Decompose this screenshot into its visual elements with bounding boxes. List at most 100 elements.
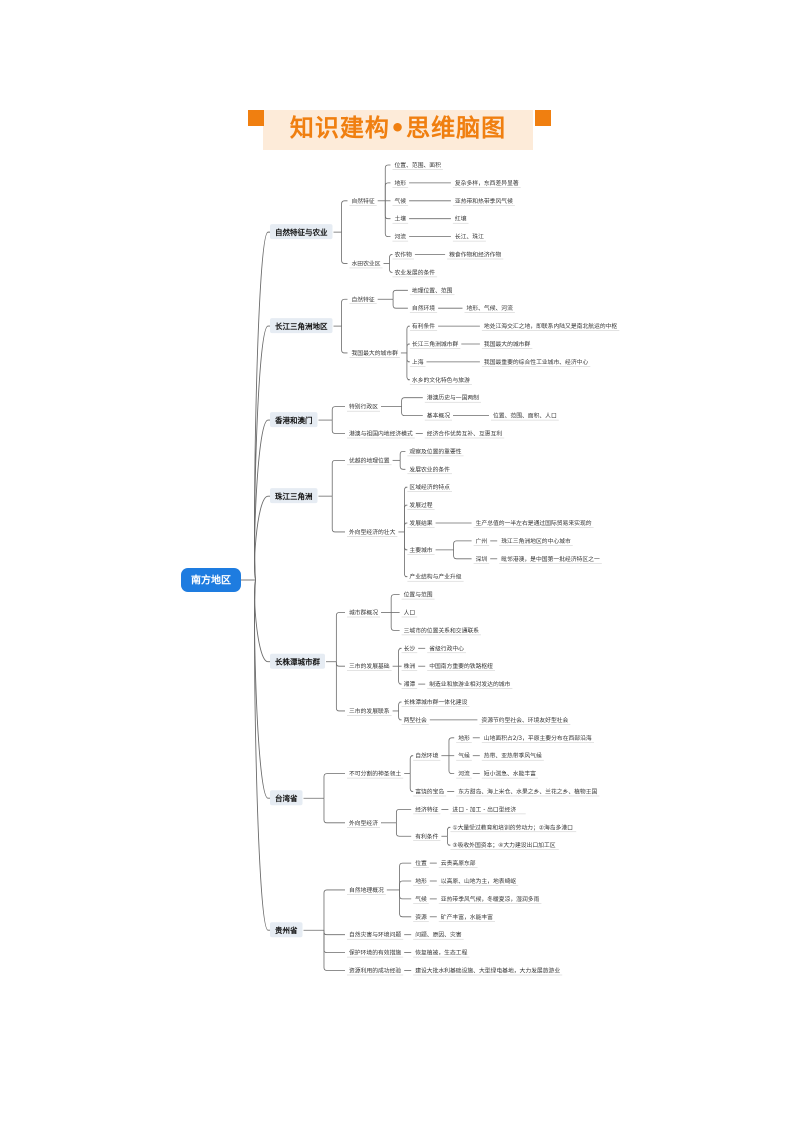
- topic-label: 东方甜岛、海上米仓、水果之乡、兰花之乡、植物王国: [458, 788, 597, 796]
- topic-label: 问题、原因、灾害: [415, 931, 462, 939]
- fork-connector: [331, 406, 345, 421]
- topic-label: 发展农业的条件: [409, 465, 450, 473]
- topic-label: 港澳与祖国内地经济模式: [349, 430, 413, 438]
- title-left-square: [248, 110, 264, 126]
- topic-label: 地形: [395, 179, 407, 187]
- topic-label: 河流: [458, 770, 470, 778]
- topic-label: 短小湍急、水能丰富: [484, 770, 536, 778]
- fork-connector: [390, 612, 400, 631]
- fork-connector: [404, 531, 408, 578]
- topic-label: 自然环境: [415, 752, 438, 760]
- topic-label: 位置与范围: [404, 591, 433, 599]
- branch-box: [270, 790, 303, 806]
- fork-connector: [335, 661, 345, 667]
- fork-connector: [453, 549, 472, 560]
- fork-connector: [392, 299, 408, 309]
- fork-connector: [323, 930, 345, 971]
- topic-label: 地形: [458, 734, 470, 742]
- topic-label: 气候: [415, 895, 427, 903]
- topic-label: 河流: [395, 233, 407, 241]
- fork-connector: [323, 930, 345, 953]
- topic-label: 城市群概况: [349, 609, 378, 617]
- topic-label: 三市的发展联系: [349, 707, 390, 715]
- topic-label: 基本概况: [427, 412, 450, 420]
- branch-connector: [254, 579, 270, 799]
- topic-label: 水乡的文化特色与旅游: [412, 376, 470, 384]
- fork-connector: [341, 200, 348, 233]
- topic-label: 主要城市: [409, 546, 432, 554]
- fork-connector: [453, 540, 472, 550]
- topic-label: 亚热带季风气候，冬暖夏凉，湿润多雨: [441, 895, 540, 903]
- fork-connector: [404, 522, 408, 532]
- topic-label: 资源: [415, 913, 427, 921]
- topic-label: 自然地理概况: [349, 886, 384, 894]
- fork-connector: [384, 164, 391, 201]
- topic-label: 位置、范围、面积、人口: [493, 412, 557, 420]
- fork-connector: [341, 326, 348, 354]
- topic-label: 地形: [415, 877, 427, 885]
- topic-label: 资源利用的成功经验: [349, 967, 401, 975]
- topic-label: 特别行政区: [349, 403, 378, 411]
- branch-label: 台湾省: [275, 793, 298, 803]
- fork-connector: [399, 880, 412, 890]
- fork-connector: [399, 889, 412, 918]
- topic-label: 土壤: [395, 215, 407, 223]
- topic-label: ③吸收外国资本；④大力建设出口加工区: [452, 841, 555, 849]
- topic-label: 中国南方重要的铁路枢纽: [429, 662, 493, 670]
- topic-label: 发展结果: [409, 519, 432, 527]
- topic-label: 地形、气候、河流: [467, 304, 514, 312]
- topic-label: 位置: [415, 859, 427, 867]
- topic-label: 自然灾害与环境问题: [349, 931, 401, 939]
- topic-label: 自然环境: [412, 304, 435, 312]
- topic-label: 位置、范围、面积: [395, 161, 442, 169]
- fork-connector: [392, 289, 408, 300]
- topic-label: 资源节约型社会、环境友好型社会: [481, 716, 568, 724]
- fork-connector: [335, 661, 345, 712]
- branch-box: [270, 922, 303, 938]
- fork-connector: [331, 496, 345, 533]
- topic-label: 株洲: [404, 662, 416, 670]
- topic-label: 保护环境的有效措施: [349, 949, 401, 957]
- topic-label: 经济合作优势互补、互惠互利: [427, 430, 503, 438]
- topic-label: 长株潭城市群一体化建设: [404, 698, 468, 706]
- topic-label: 我国最大的城市群: [484, 340, 531, 348]
- branch-box: [270, 412, 318, 428]
- topic-label: 气候: [458, 752, 470, 760]
- fork-connector: [389, 263, 393, 273]
- fork-connector: [384, 200, 391, 220]
- topic-label: 云贵高原东部: [441, 859, 476, 867]
- fork-connector: [390, 594, 400, 613]
- fork-connector: [406, 352, 410, 381]
- fork-connector: [447, 836, 451, 846]
- page-title: 知识建构•思维脑图: [289, 114, 507, 142]
- fork-connector: [331, 420, 345, 434]
- fork-connector: [331, 459, 345, 497]
- fork-connector: [398, 647, 402, 667]
- fork-connector: [404, 531, 408, 551]
- topic-label: 三市的发展基础: [349, 662, 390, 670]
- topic-label: 长江三角洲城市群: [412, 340, 459, 348]
- topic-label: 红壤: [455, 215, 467, 223]
- topic-label: ①大量受过教育和培训的劳动力；②海岛多港口: [452, 823, 573, 831]
- fork-connector: [409, 755, 414, 774]
- topic-label: 恢复植被，生态工程: [415, 949, 467, 957]
- topic-label: 区域经济的特点: [409, 483, 450, 491]
- topic-label: 矿产丰富，水能丰富: [441, 913, 493, 921]
- fork-connector: [406, 352, 410, 363]
- fork-connector: [447, 826, 451, 837]
- topic-label: 发展过程: [409, 501, 432, 509]
- title-right-square: [535, 110, 551, 126]
- topic-label: 观察及位置的重要性: [409, 447, 461, 455]
- fork-connector: [398, 710, 402, 721]
- topic-label: 农业发展的条件: [395, 268, 436, 276]
- topic-label: 外向型经济的壮大: [349, 528, 396, 536]
- fork-connector: [323, 930, 345, 936]
- topic-label: 热带、亚热带季风气候: [484, 752, 542, 760]
- topic-label: 省级行政中心: [429, 644, 464, 652]
- branch-label: 珠江三角洲: [275, 491, 313, 501]
- fork-connector: [406, 325, 410, 353]
- branch-label: 长江三角洲地区: [275, 321, 328, 331]
- topic-label: 珠江三角洲地区的中心城市: [501, 537, 571, 545]
- fork-connector: [399, 460, 406, 470]
